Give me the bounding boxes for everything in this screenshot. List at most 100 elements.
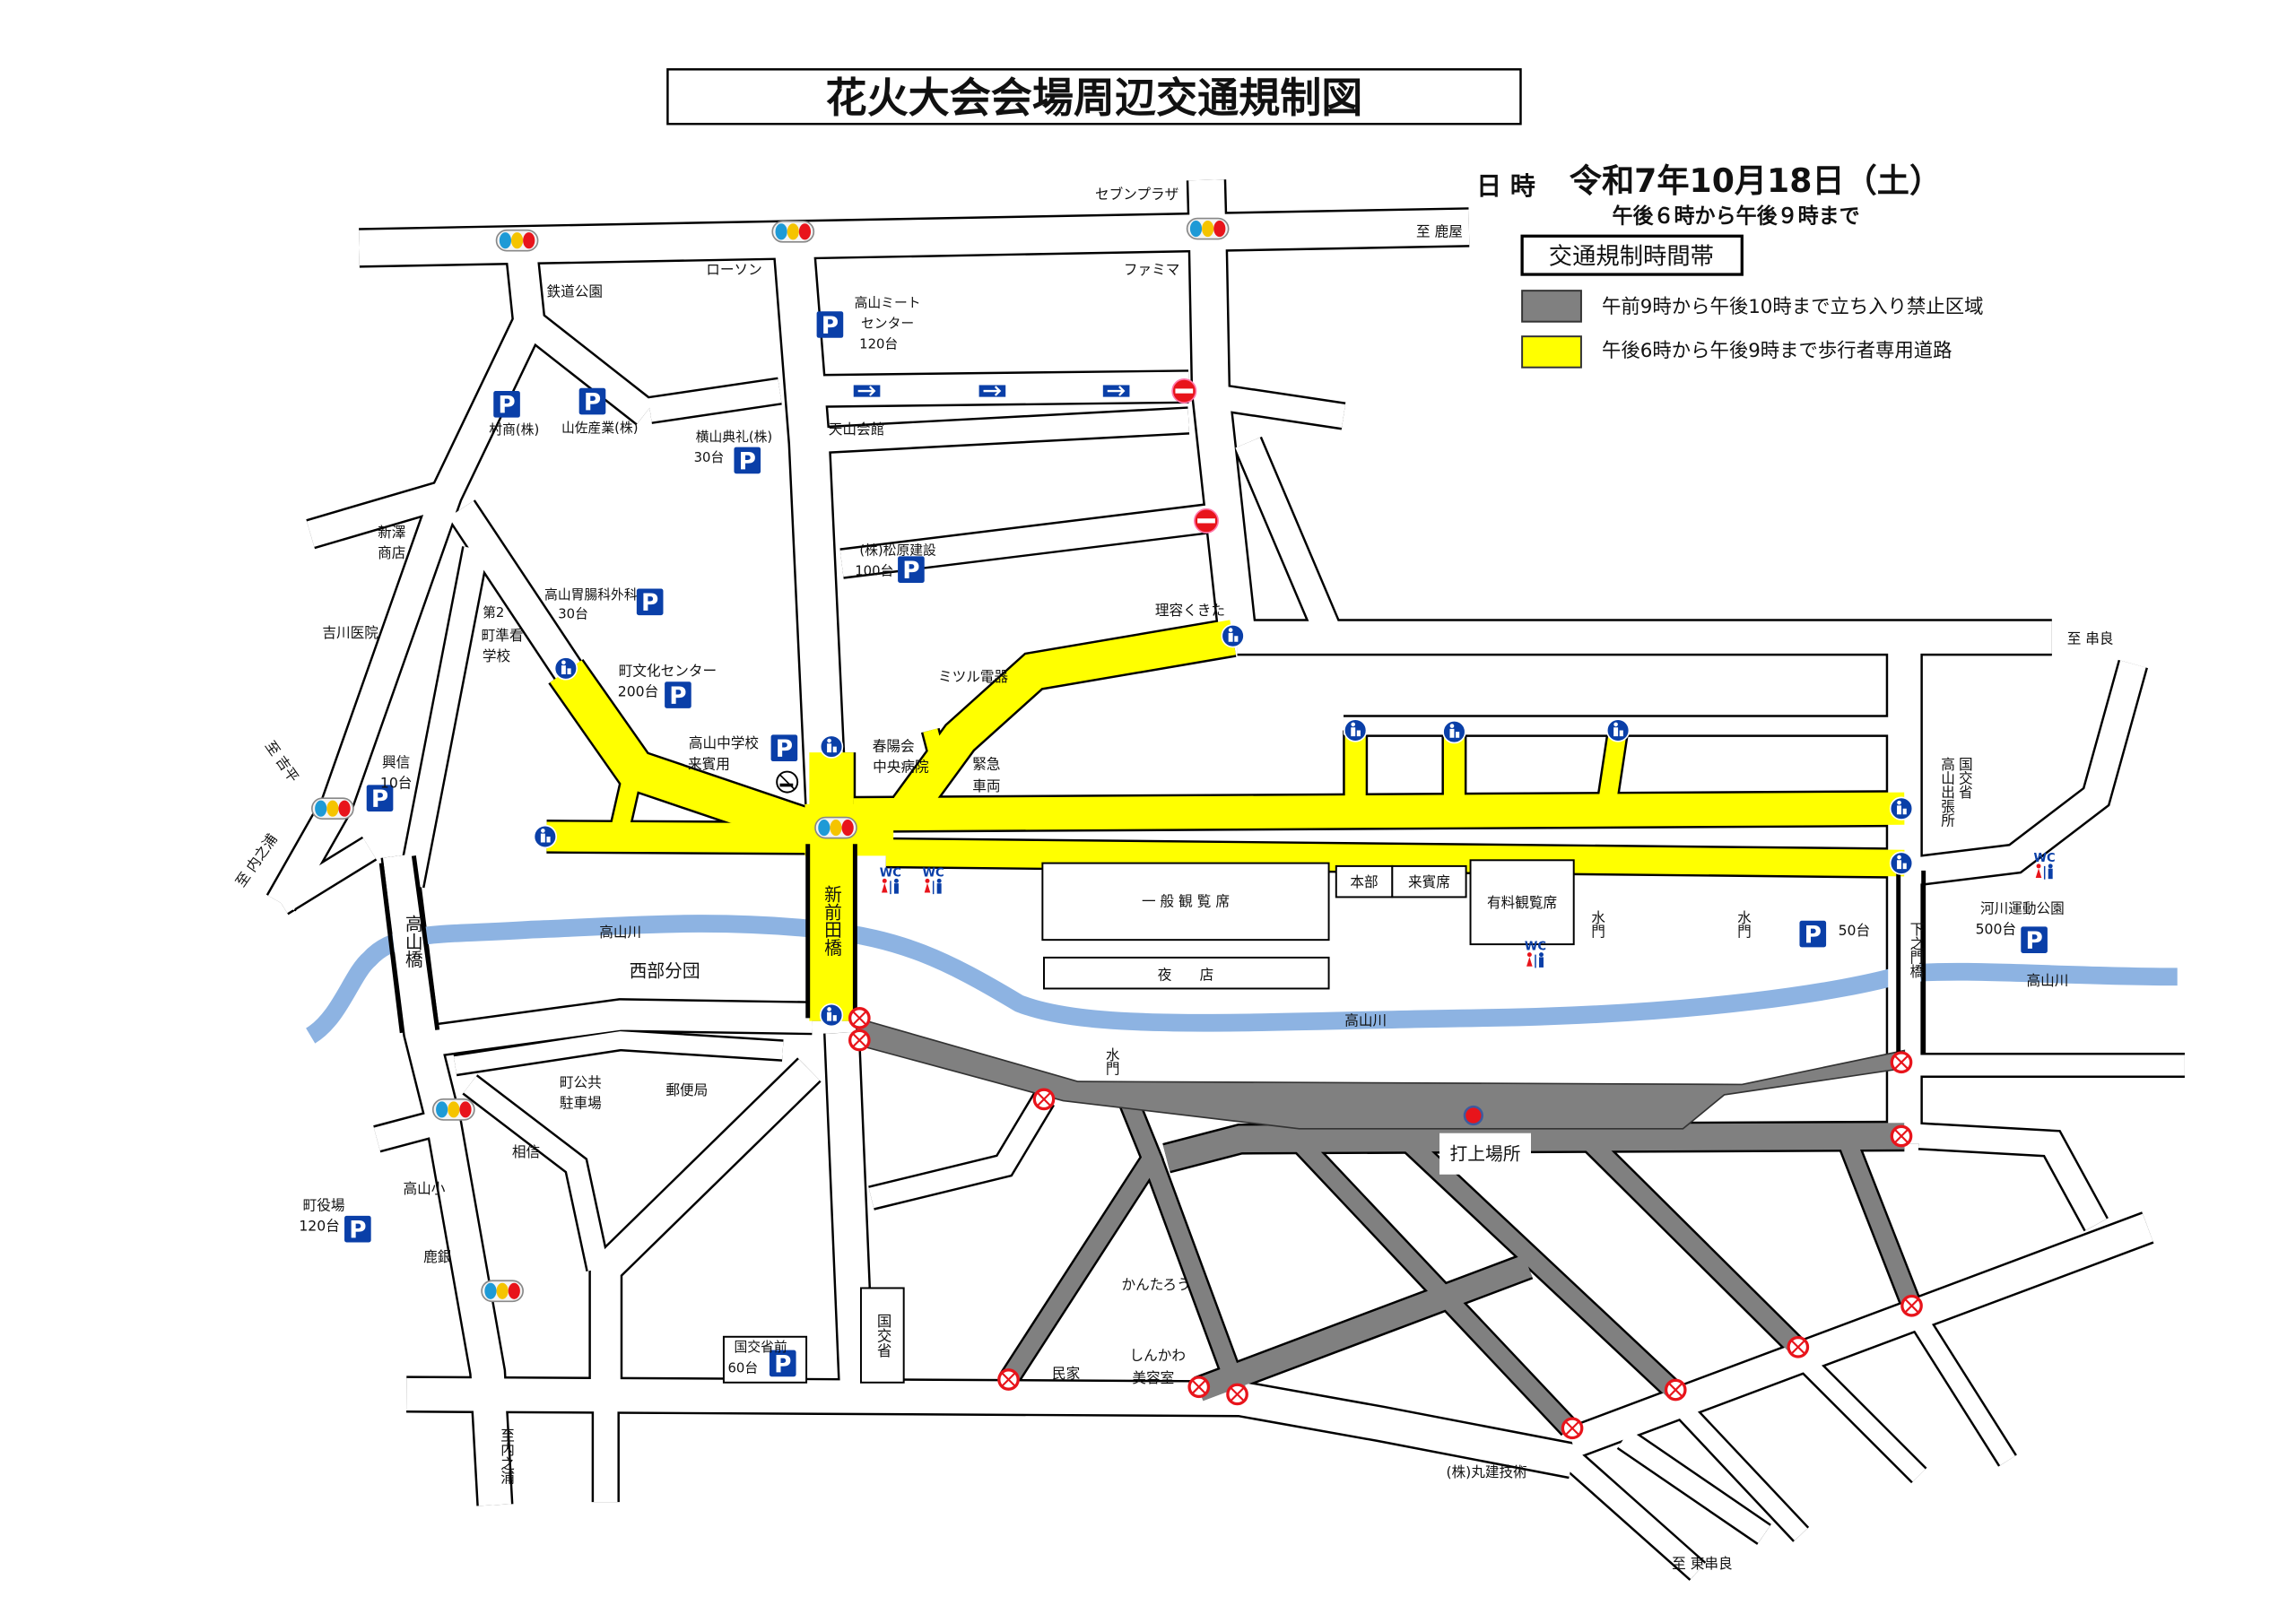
restroom-icon: WC [1525, 941, 1546, 968]
no-entry-vehicle-icon [848, 1028, 871, 1052]
label-ichou-cap: 30台 [558, 606, 588, 621]
restricted-road [1195, 1254, 1533, 1402]
pedestrian-only-sign-icon [1889, 796, 1914, 820]
road [453, 1031, 784, 1074]
restricted-zone [856, 1017, 1906, 1130]
no-entry-vehicle-icon [1187, 1376, 1211, 1399]
legend-label-pedestrian: 午後6時から午後9時まで歩行者専用道路 [1602, 340, 1952, 362]
road [406, 1377, 1576, 1477]
pedestrian-only-sign-icon [1442, 719, 1466, 744]
legend-swatch-restricted [1521, 290, 1582, 323]
road [1223, 386, 1345, 429]
general-seats-block [1041, 862, 1330, 942]
restroom-label: WC [880, 866, 901, 880]
traffic-signal-icon [481, 1280, 524, 1303]
label-meat-center-2: センター [861, 316, 914, 331]
label-launch-site: 打上場所 [1450, 1143, 1521, 1164]
label-mlit: 国交省 [874, 1313, 891, 1357]
road [274, 838, 376, 914]
takayama-river [305, 915, 2178, 1044]
label-to-higashikushira: 至 東串良 [1672, 1555, 1732, 1572]
parking-symbol: P [1805, 922, 1822, 949]
mlit-block [859, 1287, 905, 1384]
time-range: 午後６時から午後９時まで [1612, 204, 1859, 228]
label-office-col1: 高山出張所 [1939, 757, 1956, 828]
one-way-arrow-icon [1102, 385, 1130, 397]
traffic-signal-icon [814, 816, 857, 839]
no-entry-vehicle-icon [1900, 1294, 1923, 1317]
label-town-hall: 町役場 [303, 1196, 345, 1213]
pedestrian-only-road [550, 660, 816, 848]
parking-sign [636, 588, 664, 616]
road [648, 379, 782, 422]
legend: 交通規制時間帯 午前9時から午後10時まで立ち入り禁止区域 午後6時から午後9時… [1520, 234, 1984, 369]
parking-symbol: P [2025, 928, 2042, 955]
restricted-road [1404, 1137, 1679, 1397]
label-dai2: 第2 [483, 604, 504, 621]
parking-sign [493, 391, 520, 418]
parking-symbol: P [371, 786, 388, 813]
label-yoshikawa: 吉川医院 [322, 624, 378, 641]
restroom-label: WC [1525, 941, 1546, 954]
one-way-arrow-icon [853, 385, 881, 397]
parking-symbol: P [776, 736, 793, 763]
label-meat-center-cap: 120台 [859, 336, 898, 352]
do-not-enter-icon [1194, 508, 1219, 534]
label-nursing-school-1: 町準看 [482, 627, 524, 644]
pedestrian-only-road [546, 821, 813, 854]
parking-icon: P [1799, 920, 1827, 949]
parking-icon: P [344, 1215, 371, 1245]
label-guest-seats: 来賓席 [1408, 873, 1450, 890]
label-takayama-bridge: 高山橋 [402, 915, 422, 968]
one-way-arrow-icon [978, 385, 1006, 397]
parking-icon: P [366, 785, 394, 813]
road [1567, 1213, 2153, 1457]
label-culture-cap: 200台 [618, 683, 658, 700]
bridge-rail [378, 863, 404, 1034]
road [1802, 1358, 1926, 1482]
label-floodgate-3: 水門 [1103, 1047, 1120, 1077]
pedestrian-only-sign-icon [1889, 851, 1914, 875]
restricted-road [1294, 1137, 1576, 1435]
parking-icon: P [816, 311, 844, 340]
parking-icon: P [769, 1350, 796, 1378]
road [1676, 1402, 1808, 1541]
parking-symbol: P [902, 558, 919, 585]
label-takayama-es: 高山小 [403, 1180, 445, 1197]
no-entry-vehicle-icon [1561, 1417, 1584, 1440]
label-yamasa: 山佐産業(株) [561, 421, 639, 436]
label-emergency-2: 車両 [972, 777, 1000, 794]
road [825, 1032, 874, 1388]
label-seibu-fire: 西部分団 [630, 960, 700, 981]
parking-icon: P [898, 556, 925, 585]
parking-sign [769, 1350, 796, 1377]
road [1917, 660, 2146, 884]
label-hq: 本部 [1350, 873, 1378, 890]
parking-sign [2021, 926, 2048, 953]
pedestrian-only-road [853, 792, 1905, 831]
pedestrian-only-sign-icon [819, 1002, 844, 1028]
date-block: 日 時 令和7年10月18日（土） 午後６時から午後９時まで [1476, 161, 1942, 229]
label-tenzan-hall: 天山会館 [829, 421, 884, 438]
parking-sign [344, 1215, 371, 1243]
parking-sign [898, 556, 925, 583]
restricted-road [1839, 1140, 1920, 1309]
parking-sign [770, 734, 798, 762]
road [1918, 1124, 2107, 1231]
parking-symbol: P [349, 1218, 366, 1245]
restricted-road [1162, 1123, 1905, 1172]
label-ichou-clinic: 高山胃腸科外科 [544, 587, 638, 603]
road [520, 311, 654, 424]
label-shinmaeda-bridge: 新前田橋 [822, 885, 842, 957]
no-entry-vehicle-icon [1226, 1383, 1248, 1406]
legend-heading: 交通規制時間帯 [1549, 244, 1714, 271]
no-entry-vehicle-icon [1787, 1335, 1810, 1358]
road [773, 234, 847, 828]
restricted-road [1143, 1155, 1246, 1393]
label-tetsudo-park: 鉄道公園 [546, 283, 603, 300]
label-matsubara-cap: 100台 [855, 564, 893, 579]
label-shimonomon-bridge: 下之門橋 [1908, 922, 1925, 978]
label-matsubara: (株)松原建設 [859, 543, 936, 559]
